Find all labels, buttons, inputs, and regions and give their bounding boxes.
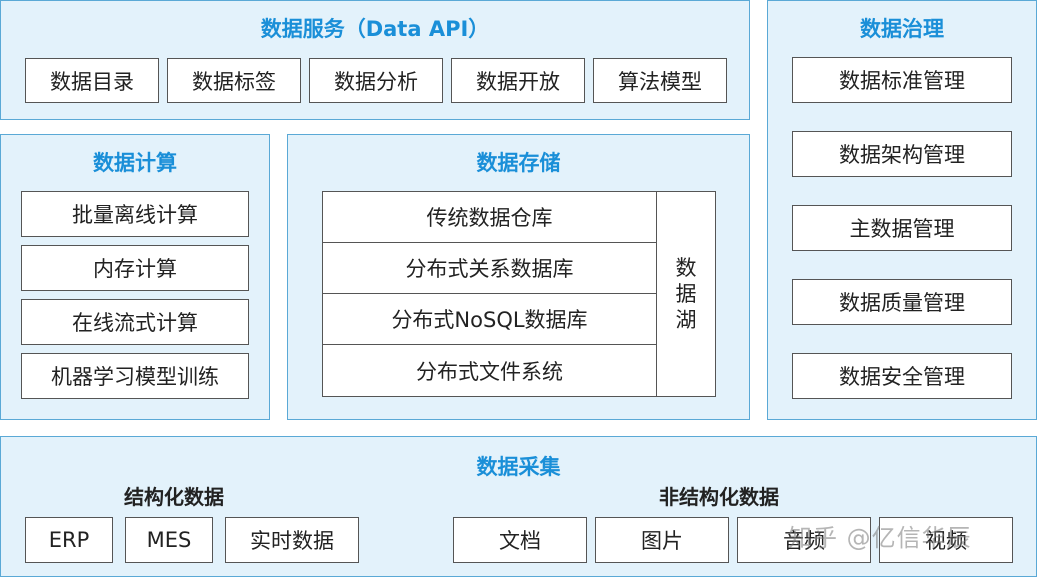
data-lake-label: 数据湖 bbox=[675, 256, 697, 332]
data-storage-panel: 数据存储 传统数据仓库 分布式关系数据库 分布式NoSQL数据库 分布式文件系统… bbox=[287, 134, 750, 420]
compute-item-memory: 内存计算 bbox=[21, 245, 249, 291]
service-item-catalog: 数据目录 bbox=[25, 58, 159, 103]
unstructured-item-document: 文档 bbox=[453, 517, 587, 563]
unstructured-item-video: 视频 bbox=[879, 517, 1013, 563]
data-governance-title: 数据治理 bbox=[860, 17, 944, 41]
service-item-analysis: 数据分析 bbox=[309, 58, 443, 103]
data-collection-panel: 数据采集 结构化数据 非结构化数据 ERP MES 实时数据 文档 图片 音频 … bbox=[0, 436, 1037, 577]
service-item-tags: 数据标签 bbox=[167, 58, 301, 103]
governance-item-architecture: 数据架构管理 bbox=[792, 131, 1012, 177]
data-storage-title: 数据存储 bbox=[476, 151, 561, 175]
compute-item-ml: 机器学习模型训练 bbox=[21, 353, 249, 399]
governance-item-quality: 数据质量管理 bbox=[792, 279, 1012, 325]
data-governance-panel: 数据治理 数据标准管理 数据架构管理 主数据管理 数据质量管理 数据安全管理 bbox=[767, 0, 1037, 420]
structured-item-realtime: 实时数据 bbox=[225, 517, 359, 563]
data-collection-title: 数据采集 bbox=[476, 455, 561, 479]
service-item-open: 数据开放 bbox=[451, 58, 585, 103]
unstructured-item-audio: 音频 bbox=[737, 517, 871, 563]
data-compute-title: 数据计算 bbox=[93, 151, 177, 175]
data-lake-box: 数据湖 bbox=[656, 191, 716, 397]
data-service-title: 数据服务（Data API） bbox=[260, 17, 490, 41]
data-compute-panel: 数据计算 批量离线计算 内存计算 在线流式计算 机器学习模型训练 bbox=[0, 134, 270, 420]
structured-item-erp: ERP bbox=[25, 517, 113, 563]
storage-item-filesystem: 分布式文件系统 bbox=[416, 359, 563, 384]
compute-item-stream: 在线流式计算 bbox=[21, 299, 249, 345]
structured-data-title: 结构化数据 bbox=[124, 485, 224, 509]
governance-item-master: 主数据管理 bbox=[792, 205, 1012, 251]
governance-item-standard: 数据标准管理 bbox=[792, 57, 1012, 103]
data-service-panel: 数据服务（Data API） 数据目录 数据标签 数据分析 数据开放 算法模型 bbox=[0, 0, 750, 120]
structured-item-mes: MES bbox=[125, 517, 213, 563]
governance-item-security: 数据安全管理 bbox=[792, 353, 1012, 399]
storage-item-nosql: 分布式NoSQL数据库 bbox=[323, 294, 656, 345]
watermark-text: 知乎 @亿信华辰 bbox=[788, 524, 972, 552]
service-item-algorithm: 算法模型 bbox=[593, 58, 727, 103]
storage-item-relational: 分布式关系数据库 bbox=[323, 243, 656, 294]
storage-item-warehouse: 传统数据仓库 bbox=[323, 192, 656, 243]
unstructured-item-image: 图片 bbox=[595, 517, 729, 563]
unstructured-data-title: 非结构化数据 bbox=[659, 485, 779, 509]
storage-stack: 传统数据仓库 分布式关系数据库 分布式NoSQL数据库 分布式文件系统 bbox=[322, 191, 657, 397]
compute-item-batch: 批量离线计算 bbox=[21, 191, 249, 237]
